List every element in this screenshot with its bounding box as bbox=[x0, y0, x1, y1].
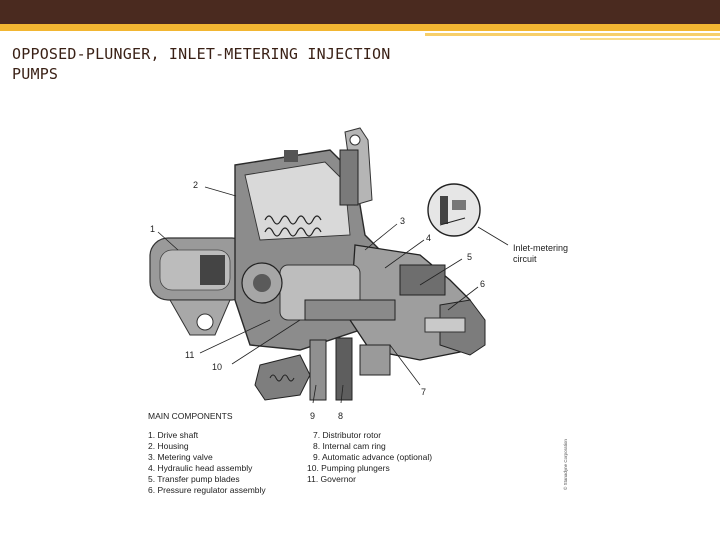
callout-1: 1 bbox=[150, 224, 155, 234]
inset-label-line2: circuit bbox=[513, 254, 537, 264]
pump-illustration bbox=[149, 127, 486, 401]
inset-label-line1: Inlet-metering bbox=[513, 243, 568, 253]
component-item: 10. Pumping plungers bbox=[307, 463, 390, 473]
component-item: 9. Automatic advance (optional) bbox=[313, 452, 432, 462]
component-item: 7. Distributor rotor bbox=[313, 430, 381, 440]
callout-11: 11 bbox=[185, 350, 194, 360]
component-item: 5. Transfer pump blades bbox=[148, 474, 240, 484]
top-bar bbox=[0, 0, 720, 24]
callout-4: 4 bbox=[426, 233, 431, 243]
component-item: 8. Internal cam ring bbox=[313, 441, 386, 451]
component-item: 4. Hydraulic head assembly bbox=[148, 463, 253, 473]
leader-lines bbox=[157, 186, 509, 404]
component-item: 1. Drive shaft bbox=[148, 430, 199, 440]
component-item: 3. Metering valve bbox=[148, 452, 213, 462]
callout-7: 7 bbox=[421, 387, 426, 397]
callout-6: 6 bbox=[480, 279, 485, 289]
callout-9: 9 bbox=[310, 411, 315, 421]
component-item: 11. Governor bbox=[307, 474, 356, 484]
component-item: 2. Housing bbox=[148, 441, 189, 451]
callout-2: 2 bbox=[193, 180, 198, 190]
callout-8: 8 bbox=[338, 411, 343, 421]
accent-line bbox=[0, 24, 720, 31]
accent-line-secondary bbox=[425, 33, 720, 36]
callout-5: 5 bbox=[467, 252, 472, 262]
copyright-credit: © Stanadyne Corporation bbox=[562, 439, 568, 490]
slide-title: OPPOSED-PLUNGER, INLET-METERING INJECTIO… bbox=[12, 45, 391, 83]
callout-3: 3 bbox=[400, 216, 405, 226]
components-heading: MAIN COMPONENTS bbox=[148, 411, 233, 421]
accent-line-tertiary bbox=[580, 38, 720, 40]
callout-10: 10 bbox=[212, 362, 222, 372]
component-item: 6. Pressure regulator assembly bbox=[148, 485, 266, 495]
